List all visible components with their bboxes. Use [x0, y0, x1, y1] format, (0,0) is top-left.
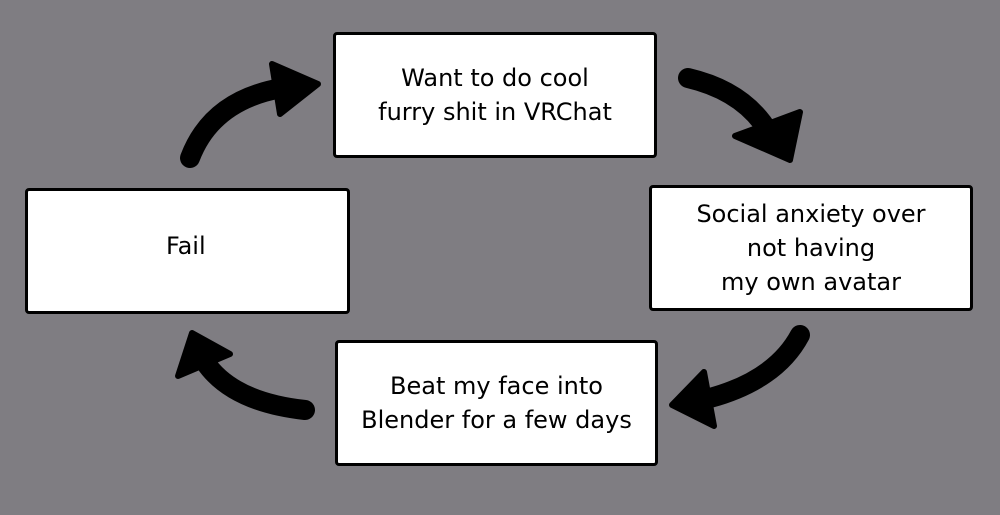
node-text-line: Fail [166, 232, 206, 260]
node-text-line: Beat my face into [390, 372, 603, 400]
arrow-fail-to-want [180, 61, 321, 168]
node-text-line: Want to do cool [401, 64, 589, 92]
arrow-blender-to-fail [175, 330, 315, 420]
node-text-line: furry shit in VRChat [378, 98, 612, 126]
node-want-vrchat: Want to do cool furry shit in VRChat [333, 32, 657, 158]
node-text-line: Blender for a few days [361, 406, 632, 434]
node-blender: Beat my face into Blender for a few days [335, 340, 658, 466]
node-text-line: my own avatar [721, 268, 901, 296]
node-social-anxiety: Social anxiety over not having my own av… [649, 185, 973, 311]
node-text-line: Social anxiety over [696, 200, 926, 228]
arrow-want-to-anxiety [678, 68, 803, 163]
arrow-anxiety-to-blender [669, 325, 810, 429]
node-text-line: not having [746, 234, 876, 262]
node-fail: Fail [25, 188, 350, 314]
